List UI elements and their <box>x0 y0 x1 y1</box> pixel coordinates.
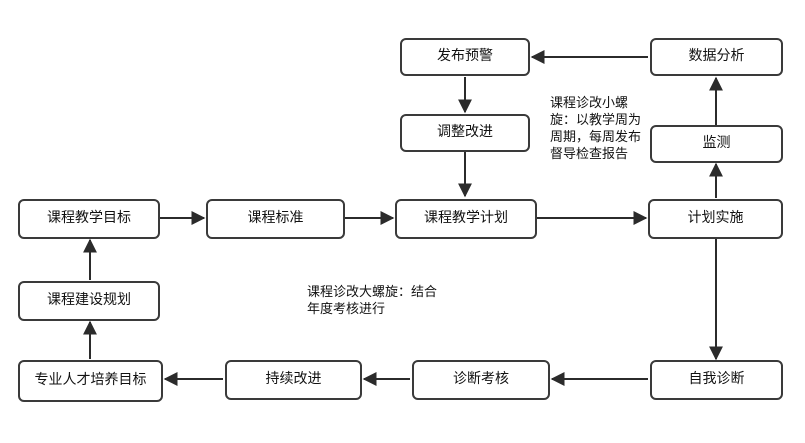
note-large-spiral: 课程诊改大螺旋：结合年度考核进行 <box>307 285 438 317</box>
node-kecheng-jiaoxue-jihua: 课程教学计划 <box>395 199 537 239</box>
node-zhuanye-rencai-peiyang-mubiao: 专业人才培养目标 <box>18 360 163 402</box>
node-ziwo-zhenduan: 自我诊断 <box>650 360 783 400</box>
node-shuju-fenxi: 数据分析 <box>650 38 783 76</box>
node-kecheng-biaozhun: 课程标准 <box>206 199 345 239</box>
node-tiaozheng-gaijin: 调整改进 <box>400 114 530 152</box>
node-jihua-shishi: 计划实施 <box>648 199 783 239</box>
node-kecheng-jiaoxue-mubiao: 课程教学目标 <box>18 199 160 239</box>
node-zhenduan-kaohe: 诊断考核 <box>412 360 550 400</box>
node-chixu-gaijin: 持续改进 <box>225 360 362 400</box>
node-fabu-yujing: 发布预警 <box>400 38 530 76</box>
note-small-spiral: 课程诊改小螺旋：以教学周为周期，每周发布督导检查报告 <box>550 96 642 162</box>
node-kecheng-jianshe-guihua: 课程建设规划 <box>18 281 160 321</box>
node-jiance: 监测 <box>650 125 783 163</box>
